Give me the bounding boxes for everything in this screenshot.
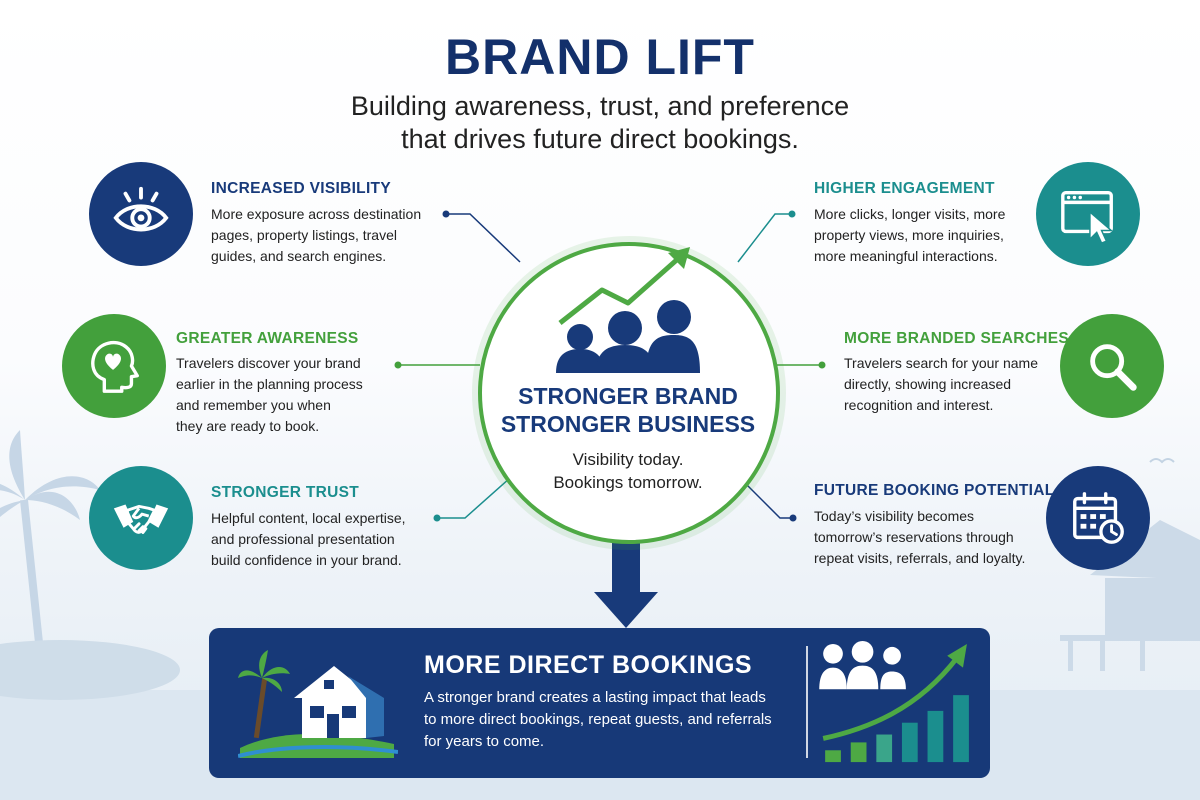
visibility-desc: More exposure across destination pages, … [211, 204, 421, 267]
eye-icon [89, 162, 193, 266]
desc-line: directly, showing increased [844, 376, 1012, 392]
growth-chart-icon [819, 640, 969, 763]
subtitle-line: that drives future direct bookings. [401, 124, 799, 154]
down-arrow-head [594, 592, 658, 628]
connector-dot [442, 210, 450, 218]
connector-visibility [446, 213, 521, 263]
engagement-desc: More clicks, longer visits, more propert… [814, 204, 1005, 267]
connector-dot [818, 361, 826, 369]
searches-desc: Travelers search for your name directly,… [844, 353, 1038, 416]
people-growth-icon [556, 247, 700, 373]
center-hub [478, 242, 780, 544]
desc-line: repeat visits, referrals, and loyalty. [814, 550, 1026, 566]
desc-line: recognition and interest. [844, 397, 994, 413]
handshake-icon [89, 466, 193, 570]
banner-title: MORE DIRECT BOOKINGS [424, 651, 753, 679]
trust-title: STRONGER TRUST [211, 484, 360, 501]
connector-dot [788, 210, 796, 218]
desc-line: more meaningful interactions. [814, 248, 998, 264]
hub-sub-line: Bookings tomorrow. [553, 473, 703, 492]
awareness-desc: Travelers discover your brand earlier in… [176, 353, 363, 437]
page-title: BRAND LIFT [445, 29, 755, 85]
engagement-title: HIGHER ENGAGEMENT [814, 180, 995, 197]
desc-line: earlier in the planning process [176, 376, 363, 392]
head-heart-icon [62, 314, 166, 418]
desc-line: build confidence in your brand. [211, 552, 402, 568]
magnifier-icon [1060, 314, 1164, 418]
desc-line: for years to come. [424, 733, 545, 750]
connector-dot [433, 514, 441, 522]
desc-line: More exposure across destination [211, 206, 422, 222]
future-title: FUTURE BOOKING POTENTIAL [814, 482, 1055, 499]
desc-line: pages, property listings, travel [211, 227, 397, 243]
connector-future [741, 479, 793, 519]
calendar-clock-icon [1046, 466, 1150, 570]
hub-title-line: STRONGER BUSINESS [500, 411, 756, 437]
browser-cursor-icon [1036, 162, 1140, 266]
desc-line: Today’s visibility becomes [814, 508, 975, 524]
desc-line: to more direct bookings, repeat guests, … [424, 711, 772, 728]
visibility-title: INCREASED VISIBILITY [211, 180, 391, 197]
desc-line: Helpful content, local expertise, [211, 510, 406, 526]
desc-line: and professional presentation [211, 531, 395, 547]
beach-house-icon [238, 650, 398, 758]
beach-house-silhouette [1060, 520, 1200, 671]
searches-title: MORE BRANDED SEARCHES [844, 330, 1070, 347]
hub-title: STRONGER BRAND STRONGER BUSINESS [488, 382, 768, 438]
banner-desc: A stronger brand creates a lasting impac… [424, 687, 804, 753]
connector-dot [789, 514, 797, 522]
connector-engagement [737, 213, 792, 263]
desc-line: A stronger brand creates a lasting impac… [424, 689, 766, 706]
desc-line: Travelers discover your brand [176, 355, 361, 371]
desc-line: More clicks, longer visits, more [814, 206, 1006, 222]
desc-line: Travelers search for your name [844, 355, 1038, 371]
desc-line: tomorrow’s reservations through [814, 529, 1014, 545]
awareness-title: GREATER AWARENESS [176, 330, 359, 347]
down-arrow-shaft [612, 538, 640, 593]
hub-title-line: STRONGER BRAND [518, 383, 738, 409]
connector-dot [394, 361, 402, 369]
future-desc: Today’s visibility becomes tomorrow’s re… [814, 506, 1025, 569]
desc-line: they are ready to book. [176, 418, 320, 434]
desc-line: and remember you when [176, 397, 331, 413]
desc-line: property views, more inquiries, [814, 227, 1004, 243]
palm-tree-icon [0, 430, 100, 670]
hub-sub-line: Visibility today. [572, 450, 684, 469]
desc-line: guides, and search engines. [211, 248, 387, 264]
banner-divider [806, 646, 808, 758]
trust-desc: Helpful content, local expertise, and pr… [211, 508, 406, 571]
page-subtitle: Building awareness, trust, and preferenc… [300, 90, 900, 156]
hub-subtitle: Visibility today. Bookings tomorrow. [488, 448, 768, 494]
connector-trust [437, 477, 511, 519]
subtitle-line: Building awareness, trust, and preferenc… [350, 91, 850, 121]
